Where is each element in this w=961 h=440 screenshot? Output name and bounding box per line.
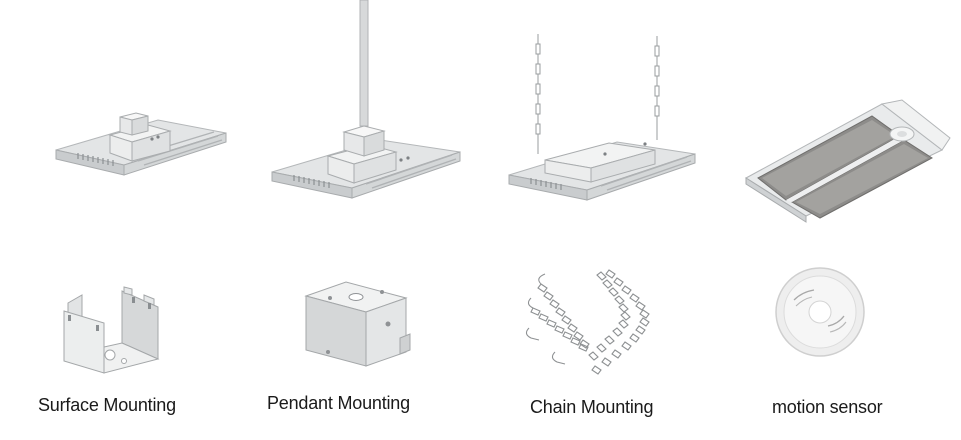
surface-bracket-image bbox=[63, 286, 160, 374]
chain-mount-fixture-image bbox=[508, 34, 696, 201]
chain-kit-image bbox=[525, 269, 650, 375]
pendant-mount-fixture-image bbox=[271, 0, 461, 199]
fixture-with-sensor-image bbox=[745, 99, 951, 223]
surface-mounting-label: Surface Mounting bbox=[38, 395, 176, 415]
pendant-mounting-label: Pendant Mounting bbox=[267, 393, 410, 413]
chain-mounting-label: Chain Mounting bbox=[530, 397, 654, 417]
motion-sensor-image bbox=[775, 267, 865, 357]
pendant-box-image bbox=[304, 281, 411, 367]
surface-mount-fixture-image bbox=[55, 112, 227, 176]
motion-sensor-label: motion sensor bbox=[772, 397, 883, 417]
